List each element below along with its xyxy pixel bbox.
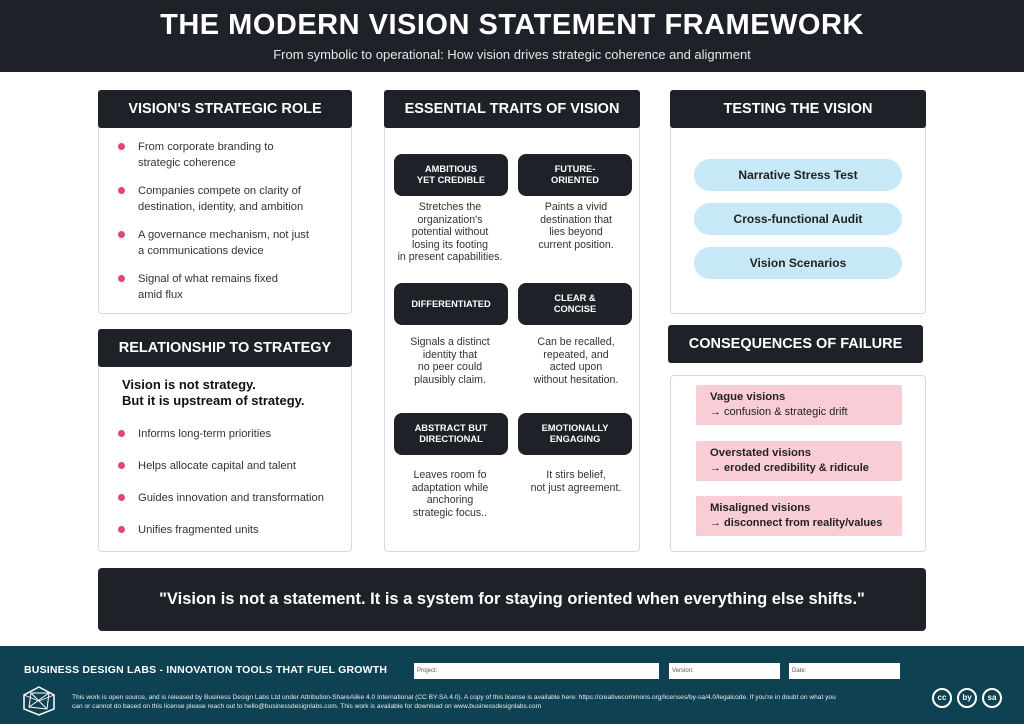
relationship-panel — [98, 348, 352, 552]
business-design-labs-logo — [23, 686, 55, 716]
list-item: Guides innovation and transformation — [116, 490, 346, 506]
footer: BUSINESS DESIGN LABS - INNOVATION TOOLS … — [0, 646, 1024, 724]
list-item: Unifies fragmented units — [116, 522, 346, 538]
relationship-headline-1: Vision is not strategy. — [122, 377, 256, 392]
strategic-role-panel — [98, 108, 352, 314]
testing-heading: TESTING THE VISION — [670, 90, 926, 128]
version-field[interactable]: Version: — [669, 663, 780, 679]
vision-quote-banner: "Vision is not a statement. It is a syst… — [98, 568, 926, 631]
failure-vague: Vague visions → confusion & strategic dr… — [696, 385, 902, 425]
traits-heading: ESSENTIAL TRAITS OF VISION — [384, 90, 640, 128]
date-field[interactable]: Date: — [789, 663, 900, 679]
relationship-heading: RELATIONSHIP TO STRATEGY — [98, 329, 352, 367]
cc-by-attribution-icon: by — [957, 688, 977, 708]
list-item: Helps allocate capital and talent — [116, 458, 346, 474]
test-vision-scenarios: Vision Scenarios — [694, 247, 902, 279]
failure-heading: CONSEQUENCES OF FAILURE — [668, 325, 923, 363]
trait-future-oriented-badge: FUTURE-ORIENTED — [518, 154, 632, 196]
relationship-headline-2: But it is upstream of strategy. — [122, 393, 305, 408]
license-text: This work is open source, and is release… — [72, 694, 836, 710]
cc-sharealike-icon: sa — [982, 688, 1002, 708]
test-cross-functional-audit: Cross-functional Audit — [694, 203, 902, 235]
relationship-list: Informs long-term priorities Helps alloc… — [116, 426, 346, 538]
footer-brand: BUSINESS DESIGN LABS - INNOVATION TOOLS … — [24, 664, 388, 676]
page-title: THE MODERN VISION STATEMENT FRAMEWORK — [160, 9, 864, 41]
header-banner: THE MODERN VISION STATEMENT FRAMEWORK Fr… — [0, 0, 1024, 72]
trait-emotionally-engaging-description: It stirs belief,not just agreement. — [530, 469, 622, 494]
strategic-role-heading: VISION'S STRATEGIC ROLE — [98, 90, 352, 128]
list-item: Informs long-term priorities — [116, 426, 346, 442]
trait-clear-concise-badge: CLEAR &CONCISE — [518, 283, 632, 325]
project-field[interactable]: Project: — [414, 663, 659, 679]
page-subtitle: From symbolic to operational: How vision… — [273, 47, 751, 62]
trait-differentiated-badge: DIFFERENTIATED — [394, 283, 508, 325]
failure-misaligned: Misaligned visions → disconnect from rea… — [696, 496, 902, 536]
failure-overstated: Overstated visions → eroded credibility … — [696, 441, 902, 481]
test-narrative-stress: Narrative Stress Test — [694, 159, 902, 191]
cc-license-icon: cc — [932, 688, 952, 708]
